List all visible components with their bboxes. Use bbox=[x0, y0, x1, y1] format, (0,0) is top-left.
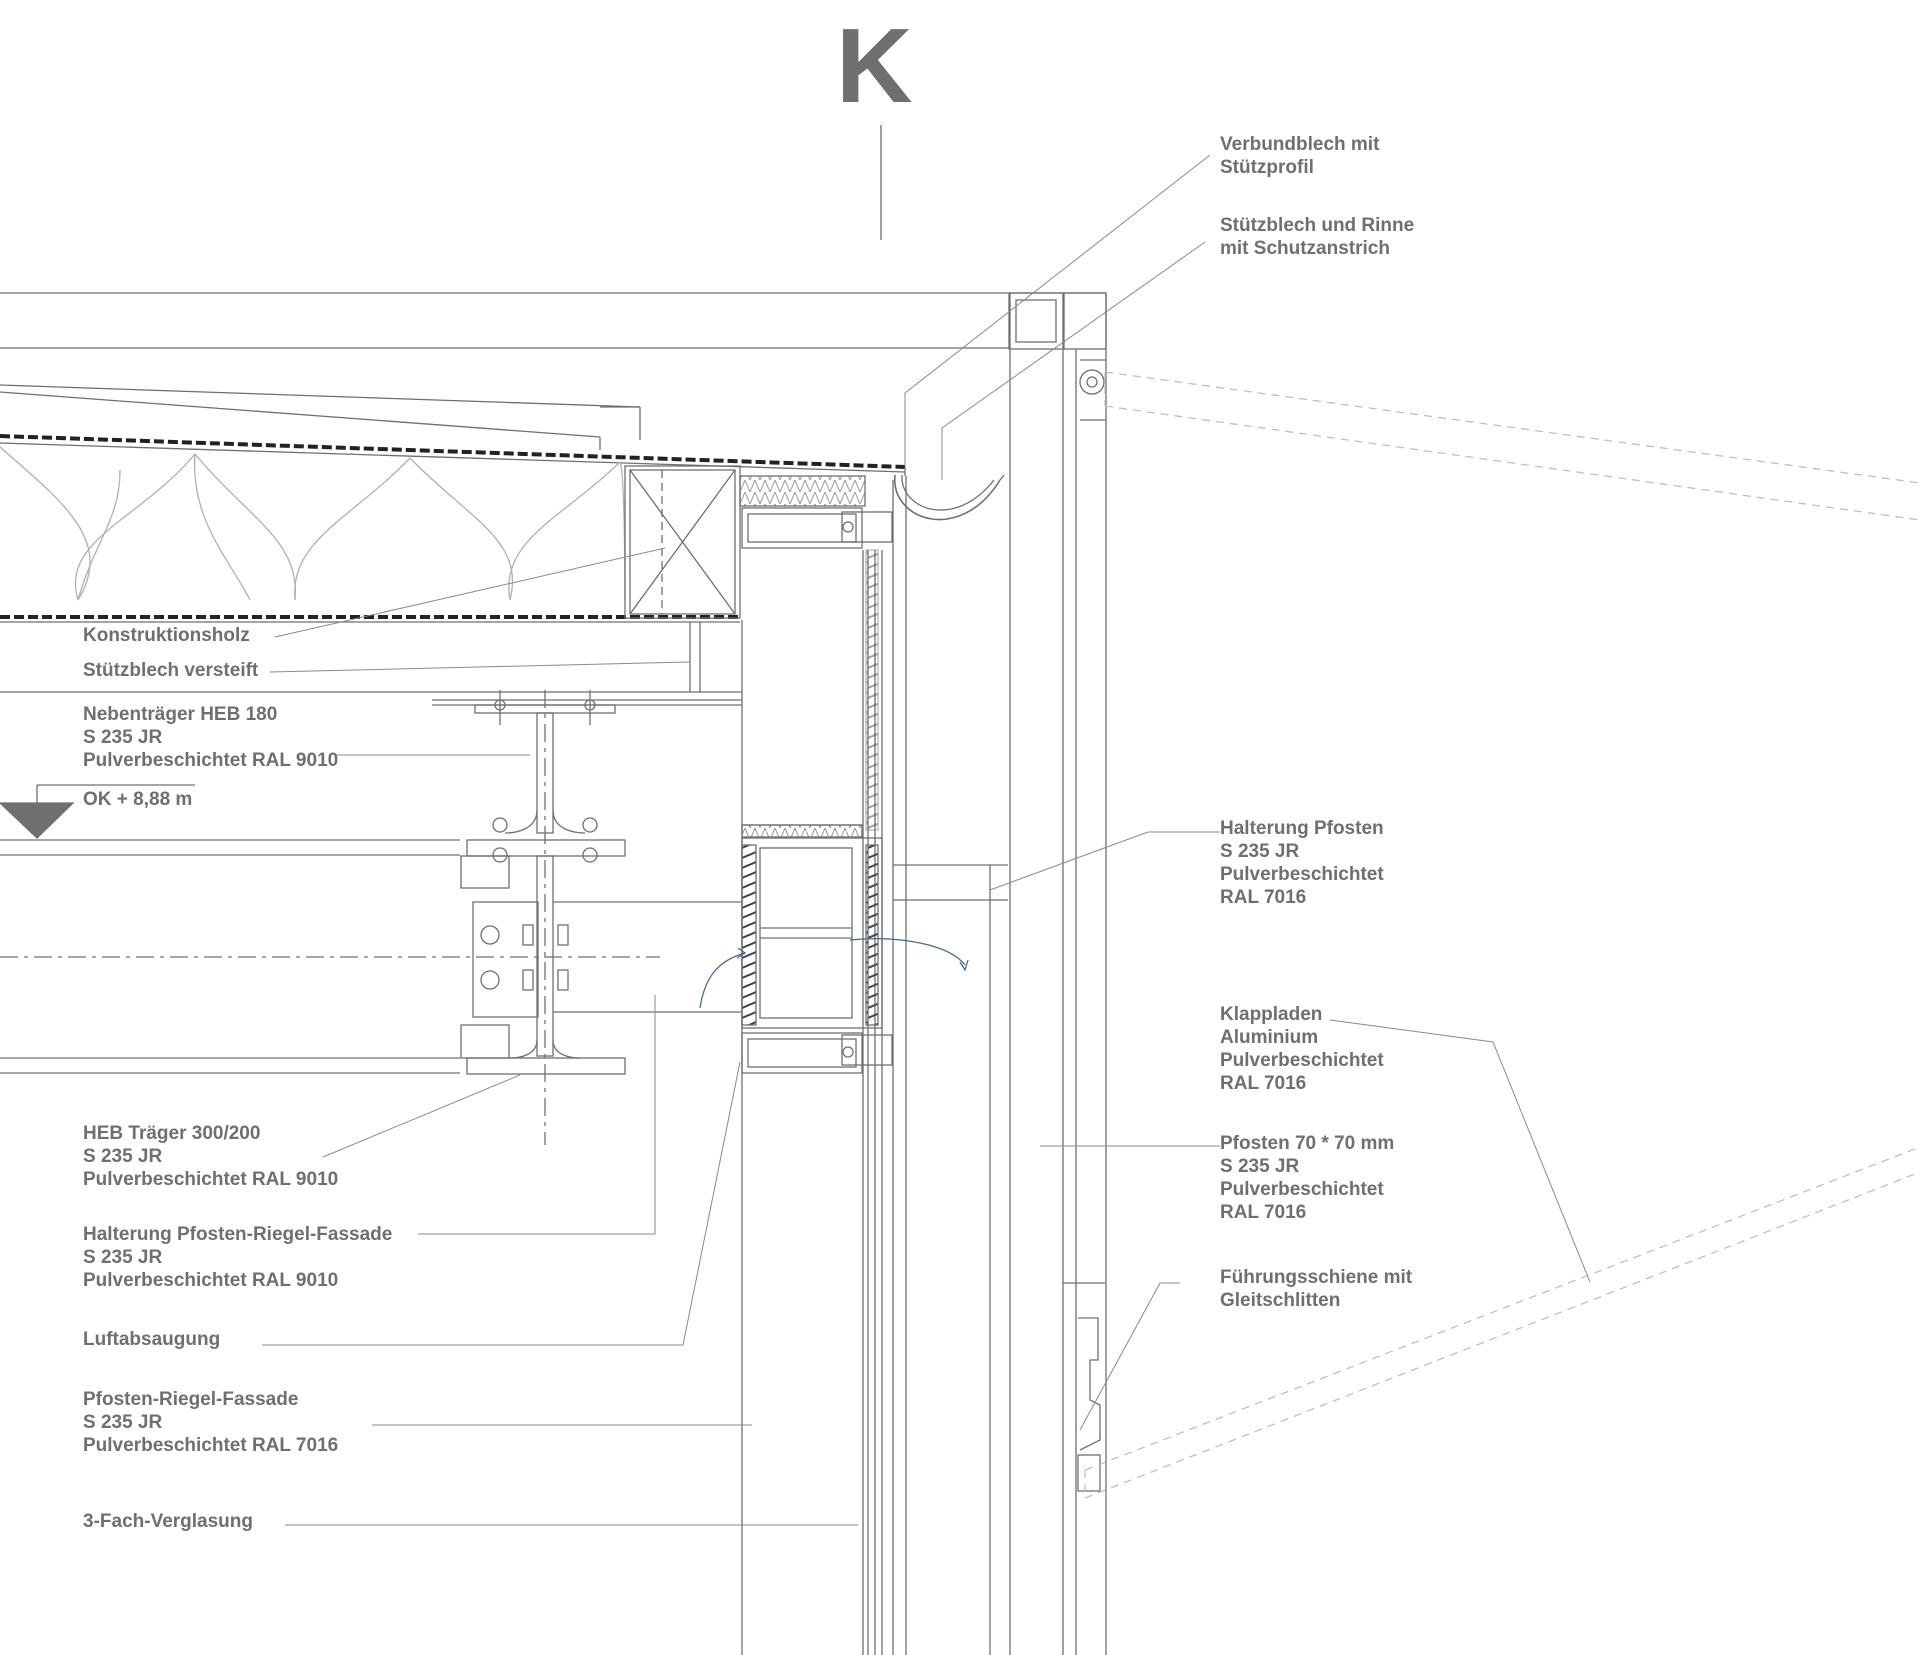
airflow-arrows bbox=[699, 938, 969, 1009]
label-stuetzblech-versteift: Stützblech versteift bbox=[83, 660, 259, 681]
gutter bbox=[894, 474, 1001, 521]
roof-edge bbox=[0, 292, 1107, 1655]
timber-block bbox=[624, 465, 741, 619]
secondary-beam bbox=[474, 690, 616, 834]
flap-shutter bbox=[1084, 371, 1920, 1499]
label-level: OK + 8,88 m bbox=[83, 789, 193, 810]
label-verglasung: 3-Fach-Verglasung bbox=[83, 1511, 253, 1532]
main-girder bbox=[0, 690, 742, 1145]
section-marker: K bbox=[836, 7, 913, 125]
roof-layers bbox=[0, 384, 906, 476]
top-insulation-strip bbox=[739, 475, 866, 507]
guide-rail bbox=[1063, 1282, 1105, 1492]
label-luftabsaugung: Luftabsaugung bbox=[83, 1329, 221, 1350]
insulation-layer bbox=[0, 446, 626, 601]
mullion-transom-facade bbox=[741, 476, 1008, 1655]
label-konstruktionsholz: Konstruktionsholz bbox=[83, 625, 250, 646]
leader-lines bbox=[262, 154, 1591, 1526]
level-marker bbox=[0, 784, 195, 839]
